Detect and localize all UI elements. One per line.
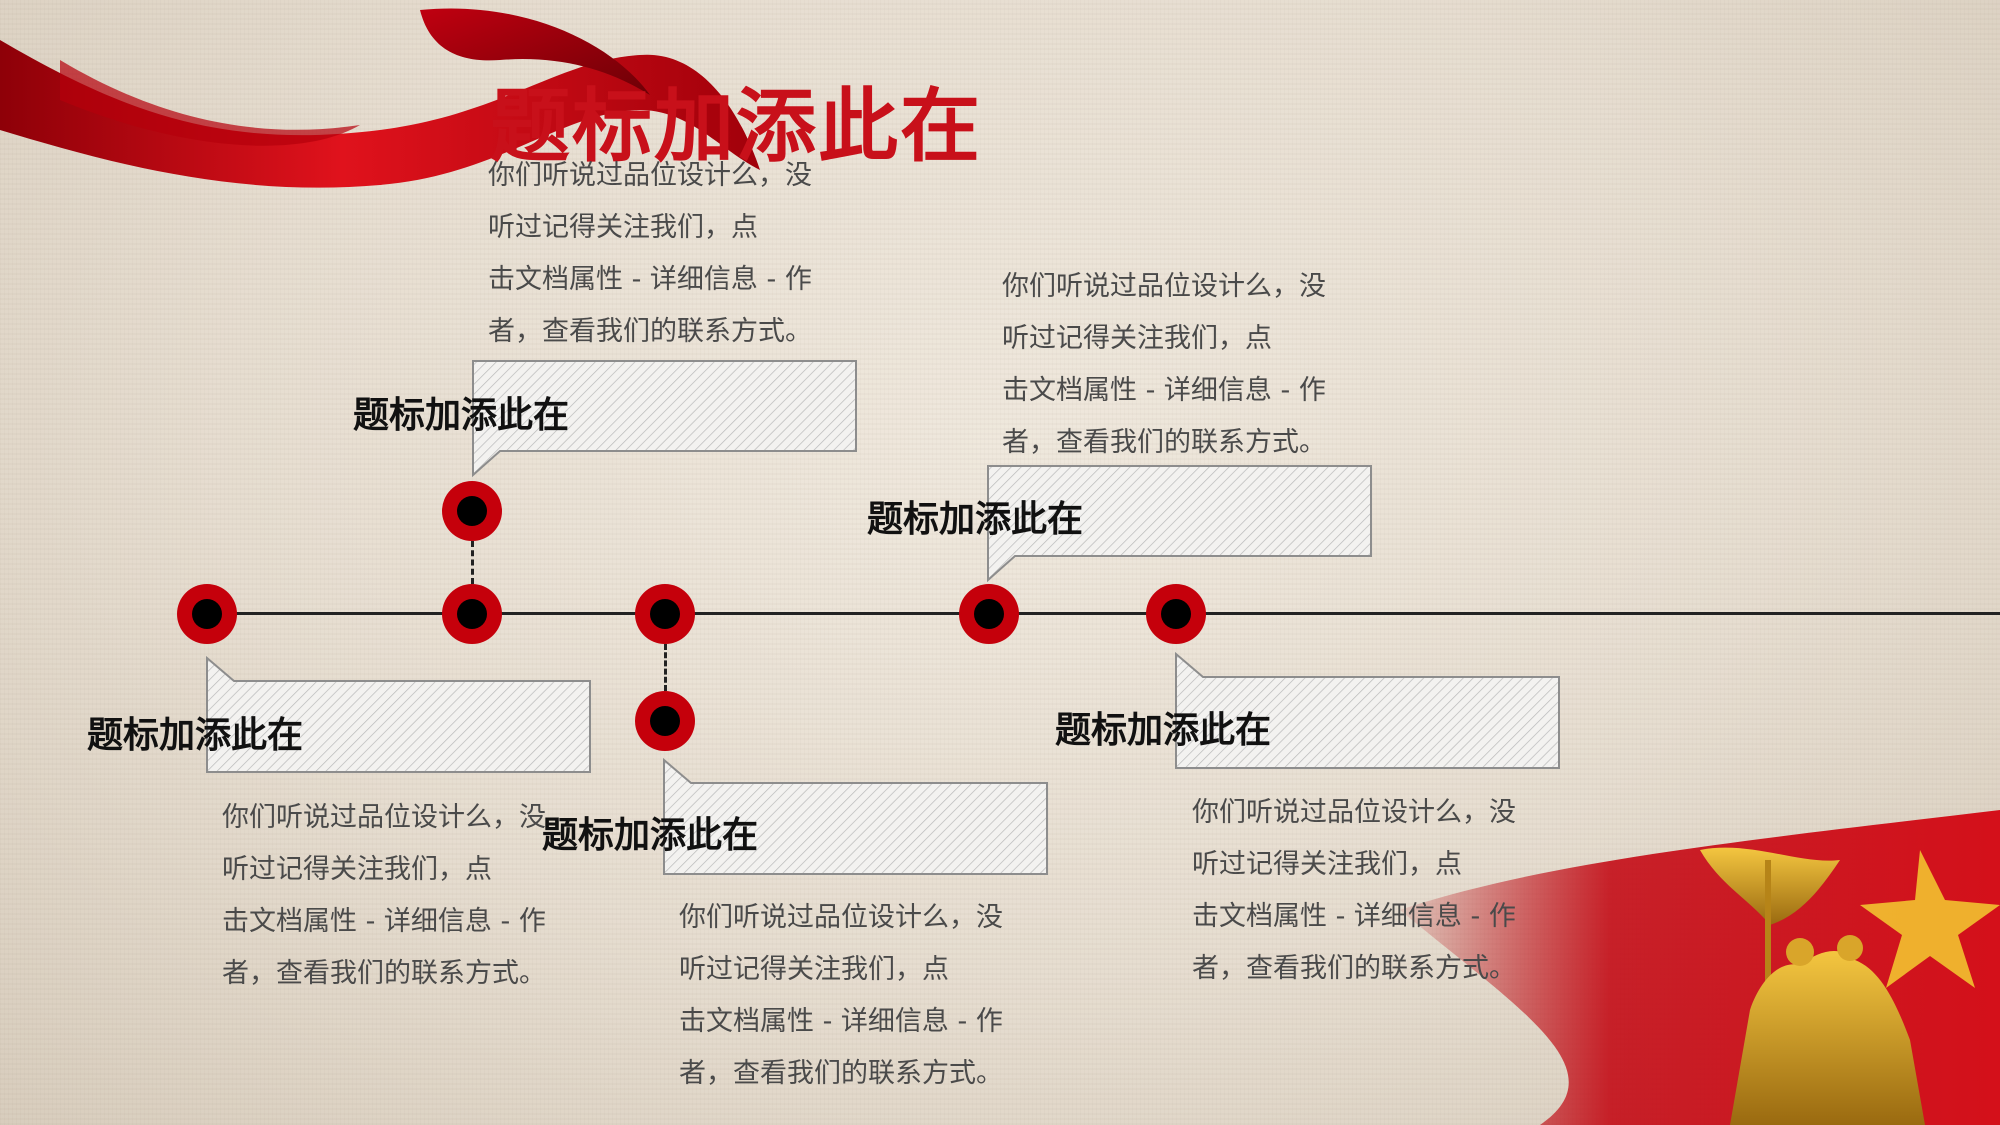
item-description: 你们听说过品位设计么，没 听过记得关注我们，点 击文档属性 - 详细信息 - 作… [222, 802, 546, 989]
timeline-node [635, 584, 695, 644]
callout-box [206, 655, 591, 773]
callout-box [987, 465, 1372, 583]
node-connector [664, 644, 667, 691]
item-description: 你们听说过品位设计么，没 听过记得关注我们，点 击文档属性 - 详细信息 - 作… [488, 160, 812, 347]
item-title: 题标加添此在 [542, 815, 759, 856]
timeline-node [1146, 584, 1206, 644]
timeline-node [442, 481, 502, 541]
item-title: 题标加添此在 [867, 499, 1084, 540]
timeline-line [205, 612, 2000, 615]
node-connector [471, 541, 474, 584]
callout-box [1175, 651, 1560, 769]
timeline-node [635, 691, 695, 751]
item-title: 题标加添此在 [87, 715, 304, 756]
red-ribbon-icon [0, 8, 760, 188]
timeline-node [442, 584, 502, 644]
callout-box [663, 757, 1048, 875]
statue-icon [1700, 847, 1925, 1125]
page-title: 题标加添此在 [490, 80, 982, 173]
item-title: 题标加添此在 [353, 395, 570, 436]
timeline-node [959, 584, 1019, 644]
item-description: 你们听说过品位设计么，没 听过记得关注我们，点 击文档属性 - 详细信息 - 作… [1002, 271, 1326, 458]
item-title: 题标加添此在 [1055, 710, 1272, 751]
item-description: 你们听说过品位设计么，没 听过记得关注我们，点 击文档属性 - 详细信息 - 作… [679, 902, 1003, 1089]
item-description: 你们听说过品位设计么，没 听过记得关注我们，点 击文档属性 - 详细信息 - 作… [1192, 797, 1516, 984]
timeline-node [177, 584, 237, 644]
callout-box [472, 360, 857, 478]
